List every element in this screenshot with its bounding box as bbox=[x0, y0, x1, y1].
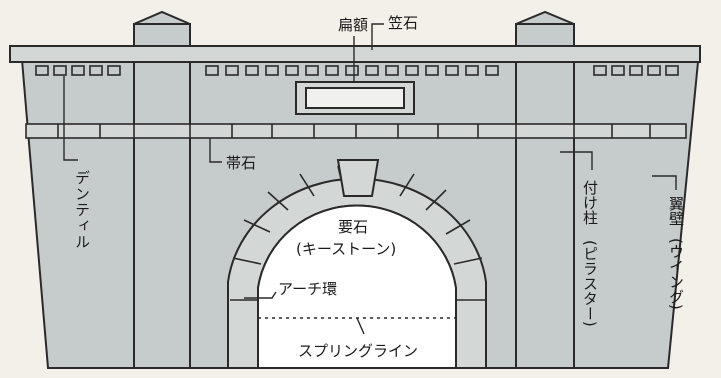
dentil-row bbox=[35, 65, 679, 76]
label-wing-2: (ウイング) bbox=[667, 238, 685, 310]
label-wing-1: 翼壁 bbox=[667, 196, 685, 226]
label-plaque: 扁額 bbox=[338, 16, 368, 34]
coping-stone bbox=[9, 45, 701, 63]
label-keystone-2: (キーストーン) bbox=[296, 240, 396, 258]
label-arch-ring: アーチ環 bbox=[278, 280, 337, 298]
label-coping: 笠石 bbox=[388, 14, 418, 32]
label-dentil: デンティル bbox=[73, 170, 91, 250]
leader-lines bbox=[63, 23, 677, 299]
spring-line-leader bbox=[356, 317, 365, 335]
string-course bbox=[25, 123, 687, 139]
label-string-course: 帯石 bbox=[226, 154, 256, 172]
left-cap-roof bbox=[133, 10, 191, 25]
label-spring-line: スプリングライン bbox=[298, 342, 418, 360]
keystone bbox=[336, 159, 380, 197]
label-keystone-1: 要石 bbox=[338, 218, 368, 236]
label-pilaster-1: 付け柱 bbox=[581, 180, 599, 225]
right-cap-roof bbox=[515, 10, 575, 25]
pilasters bbox=[133, 62, 575, 368]
label-pilaster-2: (ピラスター) bbox=[581, 240, 599, 327]
plaque-frame bbox=[295, 81, 415, 115]
arch-opening bbox=[257, 204, 457, 369]
